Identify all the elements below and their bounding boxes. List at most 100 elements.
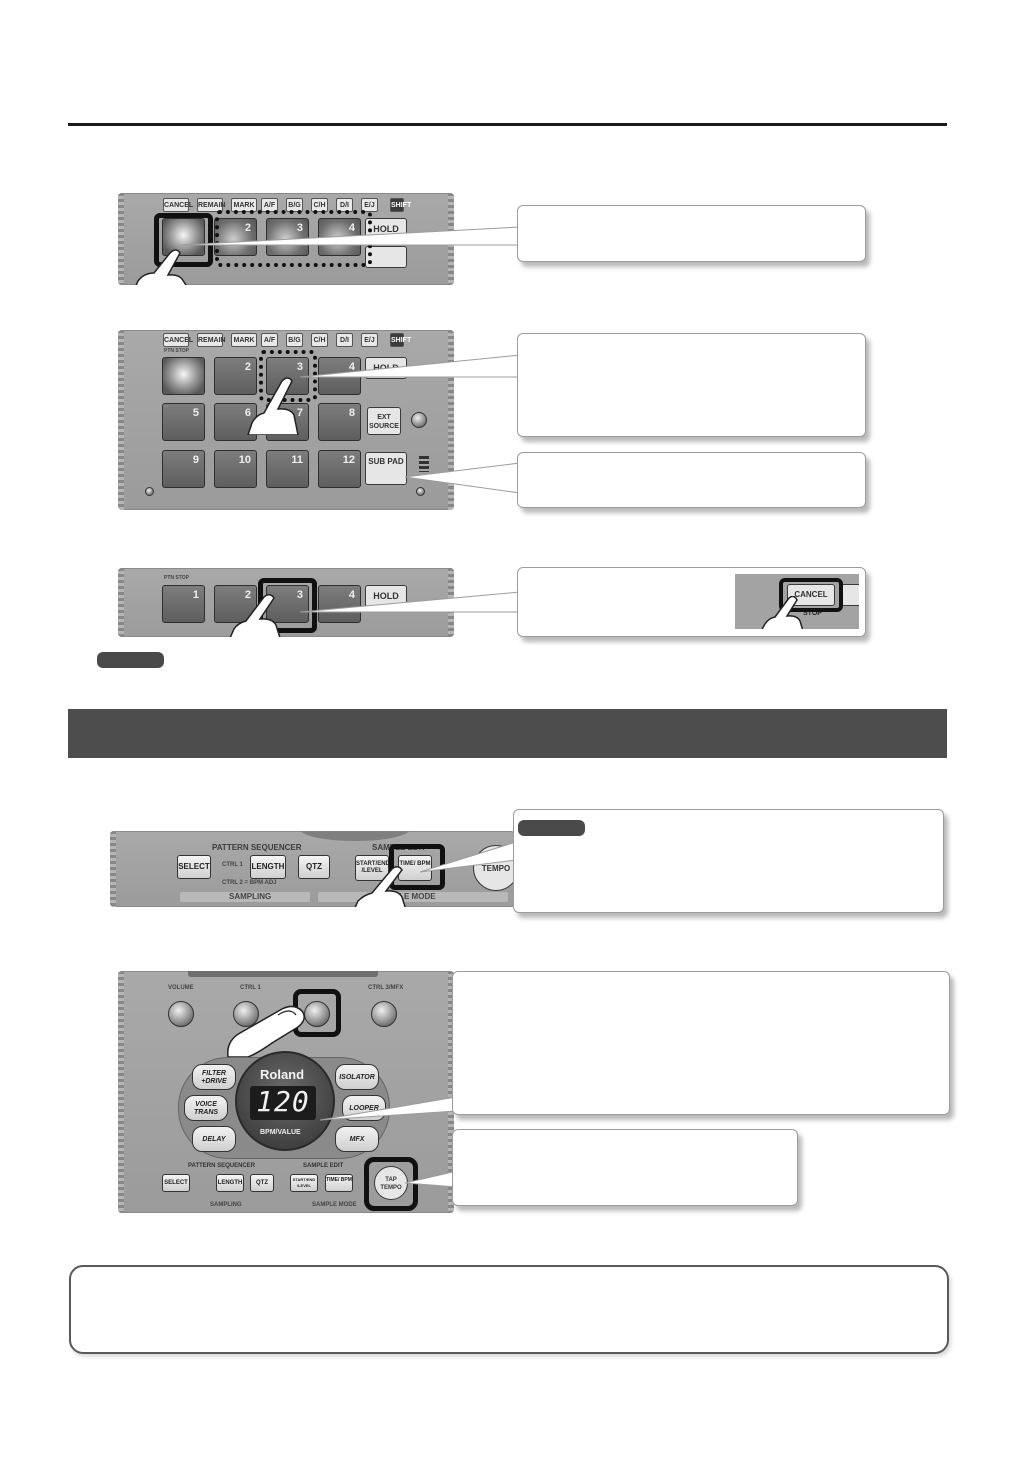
callout-box	[517, 333, 866, 437]
mark-button[interactable]: MARK	[231, 333, 257, 347]
isolator-button[interactable]: ISOLATOR	[335, 1064, 379, 1090]
cancel-button[interactable]: CANCEL	[787, 584, 835, 606]
top-rule	[68, 123, 947, 126]
callout-pointer	[300, 591, 521, 613]
highlight-pad-1	[154, 213, 213, 267]
start-end-level-button[interactable]: START/END /LEVEL	[355, 855, 390, 881]
volume-label: VOLUME	[168, 985, 194, 991]
cancel-button[interactable]: CANCEL	[163, 198, 193, 212]
note-badge	[97, 652, 164, 668]
level-meter	[419, 456, 429, 472]
pad-10[interactable]: 10	[214, 450, 257, 488]
a-f-button[interactable]: A/F	[261, 333, 278, 347]
callout-box	[452, 1129, 798, 1206]
led-display	[250, 1086, 316, 1120]
length-button[interactable]: LENGTH	[250, 855, 286, 879]
sample-edit-label: SAMPLE EDIT	[303, 1163, 344, 1169]
b-g-button[interactable]: B/G	[286, 333, 303, 347]
sampling-strip	[180, 892, 310, 902]
pad-11[interactable]: 11	[266, 450, 309, 488]
d-i-button[interactable]: D/I	[336, 333, 353, 347]
panel-edge	[110, 831, 116, 907]
pad-1[interactable]: 1	[162, 585, 205, 623]
panel-edge	[448, 971, 454, 1213]
time-bpm-button[interactable]: TIME/ BPM	[398, 855, 432, 881]
callout-box	[452, 971, 950, 1115]
ctrl1-label: CTRL 1	[240, 985, 261, 991]
ctrl1-label: CTRL 1	[222, 862, 243, 868]
panel-edge	[118, 568, 124, 637]
time-bpm-button[interactable]: TIME/ BPM	[325, 1174, 353, 1192]
volume-knob[interactable]	[168, 1001, 194, 1027]
pad-4[interactable]: 4	[318, 585, 361, 623]
roland-logo: Roland	[260, 1067, 305, 1082]
sub-pad-button[interactable]: SUB PAD	[365, 452, 407, 485]
finger-icon	[229, 594, 281, 637]
screw-icon	[145, 487, 154, 496]
pad-2[interactable]: 2	[214, 218, 257, 256]
start-end-level-button[interactable]: START/END /LEVEL	[290, 1174, 318, 1192]
ptn-stop-label: PTN STOP	[164, 348, 189, 354]
e-j-button[interactable]: E/J	[361, 333, 378, 347]
device-panel-2: CANCEL REMAIN MARK A/F B/G C/H D/I E/J S…	[118, 330, 454, 510]
pad-12[interactable]: 12	[318, 450, 361, 488]
highlight-cancel	[779, 578, 843, 612]
voice-trans-button[interactable]: VOICE TRANS	[184, 1095, 228, 1121]
finger-icon	[247, 377, 299, 435]
pad-1[interactable]	[162, 218, 205, 256]
cancel-button[interactable]: CANCEL	[163, 333, 193, 347]
screw-icon	[416, 487, 425, 496]
device-panel-3: PTN STOP 1 2 3 4 HOLD	[118, 568, 454, 637]
pad-9[interactable]: 9	[162, 450, 205, 488]
top-arc	[300, 831, 410, 841]
finger-icon	[761, 596, 804, 629]
panel-edge	[118, 971, 124, 1213]
remain-button[interactable]: REMAIN	[197, 198, 226, 212]
sample-mode-label: SAMPLE MODE	[376, 892, 436, 901]
callout-pointer	[320, 1096, 457, 1121]
callout-pointer	[420, 841, 517, 873]
tap-tempo-button[interactable]: TAP TEMPO	[374, 1166, 408, 1200]
bpm-display-value: 120	[256, 1085, 310, 1118]
panel-edge	[118, 330, 124, 510]
sample-mode-label: SAMPLE MODE	[312, 1202, 357, 1208]
pad-8[interactable]: 8	[318, 403, 361, 441]
ext-source-button[interactable]	[365, 246, 407, 268]
remain-button[interactable]	[841, 584, 859, 606]
shift-button[interactable]: SHIFT	[390, 198, 411, 212]
select-button[interactable]: SELECT	[177, 855, 211, 879]
finger-icon	[354, 866, 406, 907]
device-panel-5: VOLUME CTRL 1 CTRL 3/MFX Roland 120 BPM/…	[118, 971, 454, 1213]
ctrl1-knob[interactable]	[233, 1001, 259, 1027]
qtz-button[interactable]: QTZ	[298, 855, 330, 879]
ctrl3-knob[interactable]	[371, 1001, 397, 1027]
logo-strip	[188, 971, 378, 977]
pad-2[interactable]: 2	[214, 357, 257, 395]
pattern-sequencer-label: PATTERN SEQUENCER	[188, 1163, 256, 1169]
note-badge	[518, 820, 585, 836]
filter-drive-button[interactable]: FILTER +DRIVE	[192, 1064, 236, 1090]
callout-pointer	[180, 226, 521, 246]
ext-source-button[interactable]: EXT SOURCE	[367, 407, 401, 435]
stop-label: STOP	[803, 610, 822, 617]
callout-box	[517, 452, 866, 508]
remain-button[interactable]: REMAIN	[197, 333, 226, 347]
pad-1[interactable]	[162, 357, 205, 395]
delay-button[interactable]: DELAY	[192, 1126, 236, 1152]
pad-5[interactable]: 5	[162, 403, 205, 441]
pad-3[interactable]: 3	[266, 218, 309, 256]
pattern-sequencer-label: PATTERN SEQUENCER	[212, 843, 302, 852]
mfx-button[interactable]: MFX	[335, 1126, 379, 1152]
section-heading-bar	[68, 709, 947, 758]
mic-knob[interactable]	[411, 412, 427, 428]
qtz-button[interactable]: QTZ	[250, 1174, 274, 1192]
pad-3[interactable]: 3	[266, 585, 309, 623]
callout-pointer	[300, 354, 521, 378]
c-h-button[interactable]: C/H	[311, 333, 328, 347]
note-box	[69, 1265, 949, 1354]
sampling-label: SAMPLING	[210, 1202, 242, 1208]
length-button[interactable]: LENGTH	[216, 1174, 244, 1192]
select-button[interactable]: SELECT	[162, 1174, 190, 1192]
cancel-inset-image: CANCEL STOP	[735, 574, 859, 629]
shift-button[interactable]: SHIFT	[390, 333, 411, 347]
